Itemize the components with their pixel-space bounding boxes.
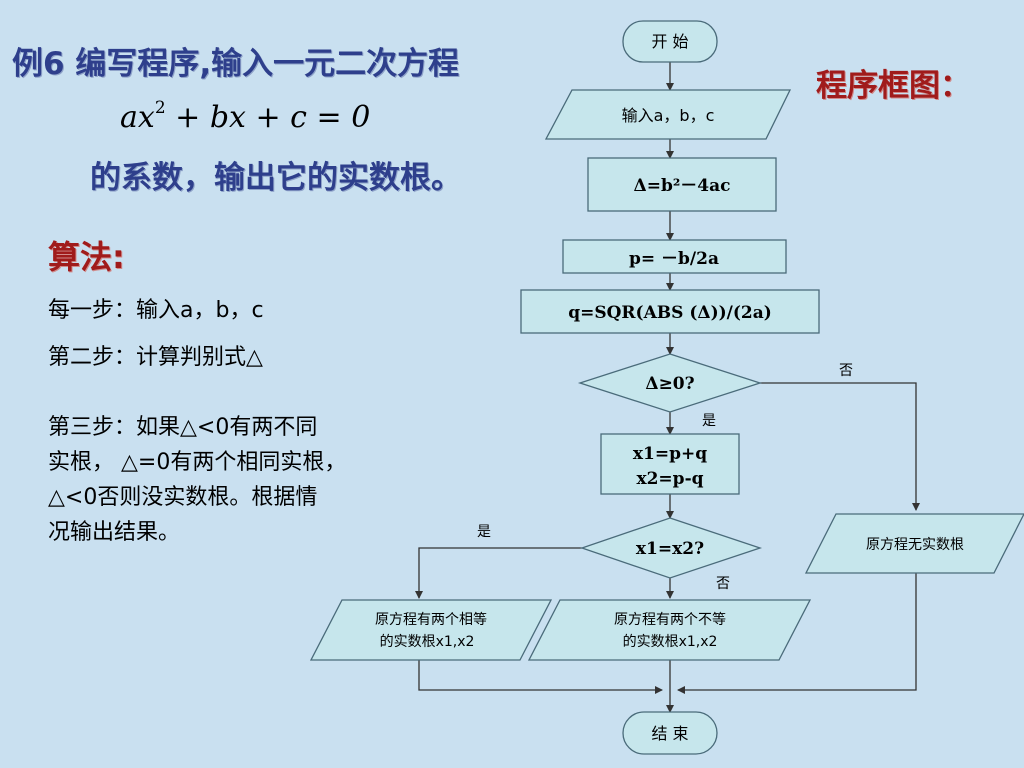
algorithm-step-1: 每一步：输入a，b，c — [48, 298, 264, 323]
input-parallelogram — [544, 89, 792, 140]
equal-roots-label-1: 原方程有两个相等 — [375, 611, 487, 628]
cond1-yes-label: 是 — [702, 413, 716, 429]
end-terminal — [622, 711, 718, 755]
cond1-no-label: 否 — [839, 363, 853, 379]
unequal-roots-label-1: 原方程有两个不等 — [614, 611, 726, 628]
p-label: p= －b/2a — [629, 249, 719, 269]
problem-title: 例6 编写程序,输入一元二次方程 — [12, 46, 460, 82]
cond2-diamond — [579, 517, 763, 579]
flowchart-title: 程序框图： — [816, 68, 971, 104]
cond1-diamond — [577, 353, 763, 413]
q-process — [520, 289, 820, 334]
connector-noroot-merge — [677, 573, 917, 694]
equal-roots-output — [309, 599, 553, 661]
roots-label-1: x1=p+q — [633, 444, 707, 464]
roots-process — [600, 433, 740, 495]
start-terminal — [622, 20, 718, 63]
cond1-label: Δ≥0? — [645, 374, 694, 394]
cond2-label: x1=x2? — [636, 539, 704, 559]
q-label: q=SQR(ABS (Δ))/(2a) — [568, 303, 772, 323]
quadratic-equation: ax2 + bx + c = 0 — [120, 98, 371, 135]
algorithm-step-3-line: △<0否则没实数根。根据情 — [48, 485, 318, 510]
algorithm-step-2: 第二步：计算判别式△ — [48, 345, 263, 370]
algorithm-heading: 算法: — [48, 238, 125, 276]
algorithm-step-3-line: 况输出结果。 — [48, 520, 181, 545]
connector-equal-merge — [418, 660, 663, 694]
no-root-label: 原方程无实数根 — [866, 537, 964, 553]
connector-cond1-no — [760, 382, 920, 511]
flowchart-connectors — [415, 62, 920, 713]
start-label: 开 始 — [651, 32, 688, 51]
delta-process — [587, 157, 777, 212]
cond2-no-label: 否 — [716, 576, 730, 592]
unequal-roots-label-2: 的实数根x1,x2 — [623, 634, 718, 650]
problem-title-cont: 的系数，输出它的实数根。 — [90, 160, 462, 196]
input-label: 输入a，b，c — [622, 106, 715, 125]
algorithm-step-3-line: 实根， △=0有两个相同实根， — [48, 450, 347, 475]
cond2-yes-label: 是 — [477, 524, 491, 540]
p-process — [562, 239, 787, 274]
equal-roots-label-2: 的实数根x1,x2 — [380, 634, 475, 650]
roots-label-2: x2=p-q — [636, 469, 703, 489]
delta-label: Δ=b²－4ac — [634, 176, 731, 196]
unequal-roots-output — [527, 599, 812, 661]
connector-cond2-yes — [415, 547, 582, 599]
end-label: 结 束 — [651, 724, 688, 743]
flowchart-nodes — [309, 20, 1024, 755]
algorithm-step-3: 第三步：如果△<0有两不同 实根， △=0有两个相同实根， △<0否则没实数根。… — [48, 410, 346, 550]
no-root-output — [804, 513, 1024, 574]
algorithm-step-3-line: 第三步：如果△<0有两不同 — [48, 415, 318, 440]
